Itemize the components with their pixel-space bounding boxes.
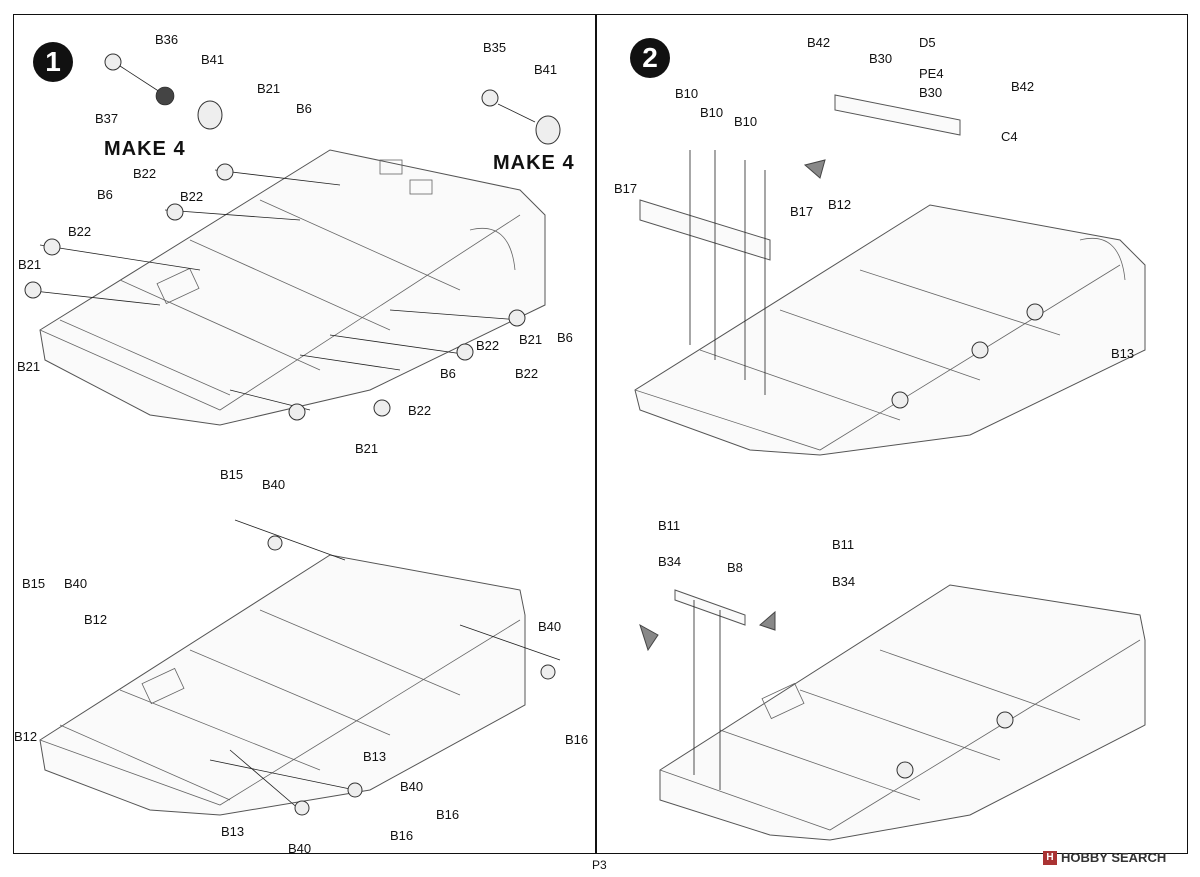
part-label: B21 [355, 441, 379, 456]
part-label: B6 [557, 330, 573, 345]
part-label: D5 [919, 35, 936, 50]
part-label: B10 [734, 114, 758, 129]
part-label: B37 [95, 111, 119, 126]
page-number: P3 [592, 858, 607, 872]
part-label: B22 [515, 366, 539, 381]
part-label: B11 [658, 518, 681, 533]
part-label: B12 [828, 197, 852, 212]
part-label: B11 [832, 537, 855, 552]
part-label: B10 [675, 86, 699, 101]
part-label: B40 [400, 779, 424, 794]
step1-bottom-hull [39, 519, 561, 816]
part-label: B40 [64, 576, 88, 591]
step-2-badge: 2 [630, 38, 670, 78]
step2-top-hull [634, 94, 1146, 456]
part-label: PE4 [919, 66, 944, 81]
step-1-badge: 1 [33, 42, 73, 82]
part-label: B15 [22, 576, 46, 591]
part-label: B30 [869, 51, 893, 66]
part-label: B40 [288, 841, 312, 856]
part-label: B41 [201, 52, 225, 67]
part-label: B40 [538, 619, 562, 634]
step-1-panel [13, 14, 596, 854]
part-label: B15 [220, 467, 244, 482]
part-label: B16 [565, 732, 589, 747]
part-label: B21 [257, 81, 281, 96]
part-label: B13 [221, 824, 245, 839]
part-label: B16 [390, 828, 414, 843]
part-label: B17 [614, 181, 638, 196]
part-label: B34 [832, 574, 856, 589]
part-label: B42 [807, 35, 831, 50]
watermark-text: HOBBY SEARCH [1061, 850, 1167, 865]
part-label: B22 [408, 403, 432, 418]
part-label: B12 [14, 729, 38, 744]
part-label: B16 [436, 807, 460, 822]
make-4-label-right: MAKE 4 [493, 152, 575, 174]
part-label: B22 [133, 166, 157, 181]
make-4-label-left: MAKE 4 [104, 138, 186, 160]
step1-subassembly-left [104, 53, 223, 130]
step2-bottom-hull [639, 584, 1146, 841]
step1-top-axles [24, 163, 526, 421]
part-label: B10 [700, 105, 724, 120]
part-label: B21 [519, 332, 543, 347]
step1-subassembly-right [481, 89, 561, 145]
part-label: B35 [483, 40, 507, 55]
part-label: B22 [476, 338, 500, 353]
part-label: B30 [919, 85, 943, 100]
watermark-logo-icon: H [1043, 850, 1057, 865]
part-label: B21 [18, 257, 42, 272]
part-label: B13 [1111, 346, 1135, 361]
watermark: H HOBBY SEARCH [1043, 850, 1166, 865]
part-label: B36 [155, 32, 179, 47]
part-label: B6 [440, 366, 456, 381]
part-label: B41 [534, 62, 558, 77]
part-label: B21 [17, 359, 41, 374]
part-label: B8 [727, 560, 743, 575]
part-label: B34 [658, 554, 682, 569]
part-label: B6 [97, 187, 113, 202]
part-label: B42 [1011, 79, 1035, 94]
step1-top-hull [39, 149, 546, 426]
part-label: B40 [262, 477, 286, 492]
part-label: B22 [180, 189, 204, 204]
part-label: B12 [84, 612, 108, 627]
step-2-panel [596, 14, 1188, 854]
part-label: C4 [1001, 129, 1018, 144]
part-label: B17 [790, 204, 814, 219]
part-label: B6 [296, 101, 312, 116]
part-label: B13 [363, 749, 387, 764]
part-label: B22 [68, 224, 92, 239]
